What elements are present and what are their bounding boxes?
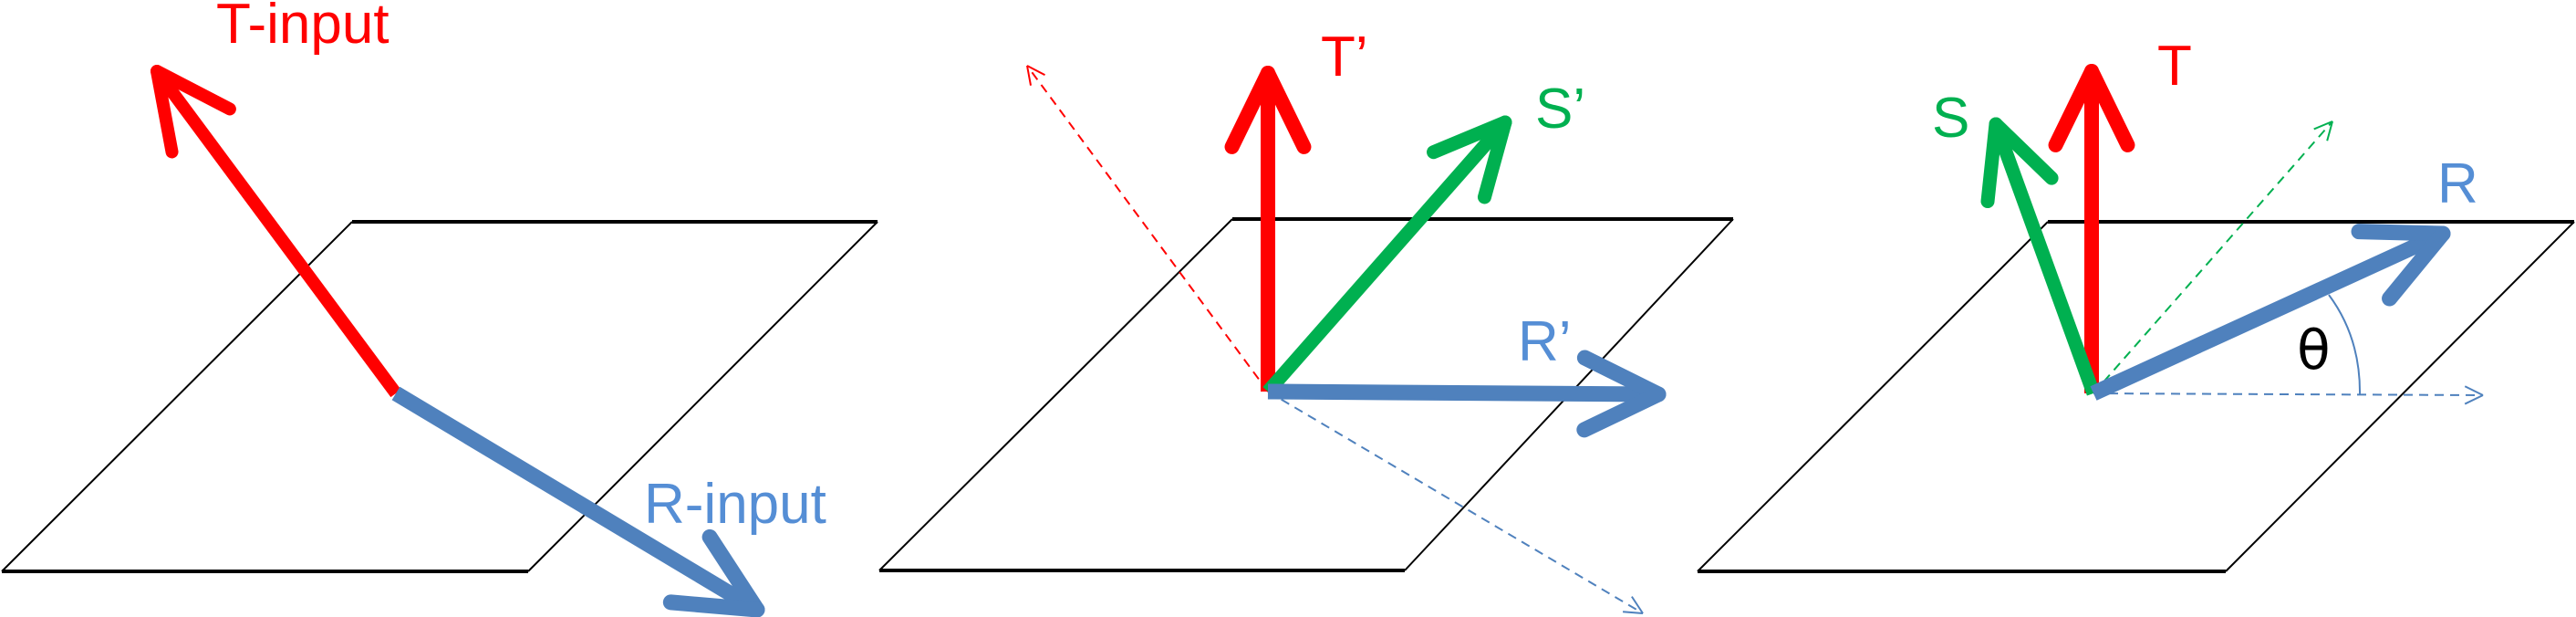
plane-3-edge-right bbox=[2225, 221, 2575, 572]
plane-1-edge-left bbox=[1, 221, 353, 572]
r-input-arrow-arrowhead-left bbox=[701, 528, 765, 617]
r-input-ghost-arrow-arrowhead-left bbox=[1631, 596, 1644, 614]
r-arrow-shaft bbox=[2090, 226, 2446, 401]
r-prime-arrow bbox=[1267, 350, 1667, 438]
t-prime-arrow bbox=[1224, 66, 1312, 392]
label-r: R bbox=[2437, 152, 2478, 215]
t-input-ghost-arrow-arrowhead-left bbox=[1026, 65, 1032, 86]
plane-2-edge-left bbox=[878, 218, 1233, 571]
s-arrow bbox=[1980, 117, 2101, 396]
t-input-arrow bbox=[151, 65, 401, 398]
r-input-ghost-arrow-shaft bbox=[1267, 391, 1644, 614]
s-prime-ghost-arrow-arrowhead-left bbox=[2313, 120, 2333, 131]
r-input-ghost-arrow-arrowhead-right bbox=[1622, 611, 1644, 614]
r-input-arrow-arrowhead-right bbox=[662, 594, 765, 617]
t-arrow-arrowhead-right bbox=[2084, 64, 2135, 152]
panel-orthogonalized bbox=[878, 65, 1734, 614]
r-prime-ghost-arrow-arrowhead-right bbox=[2464, 394, 2484, 405]
r-prime-ghost-arrow bbox=[2093, 385, 2484, 405]
s-prime-ghost-arrow bbox=[2093, 120, 2333, 394]
s-arrow-arrowhead-left bbox=[1980, 117, 2003, 209]
t-arrow-arrowhead-left bbox=[2048, 64, 2099, 152]
s-prime-arrow-arrowhead-left bbox=[1427, 115, 1512, 160]
t-prime-arrow-arrowhead-left bbox=[1224, 66, 1275, 154]
angle-arc bbox=[2328, 294, 2362, 396]
t-input-arrow-shaft bbox=[151, 67, 401, 398]
t-input-arrow-arrowhead-right bbox=[151, 65, 236, 116]
label-s: S bbox=[1932, 87, 1969, 150]
label-r-prime: R’ bbox=[1518, 310, 1572, 373]
label-s-prime: S’ bbox=[1535, 78, 1585, 141]
s-arrow-shaft bbox=[1989, 121, 2101, 396]
r-arrow-arrowhead-right bbox=[2382, 225, 2451, 307]
r-prime-arrow-arrowhead-right bbox=[1576, 386, 1667, 438]
panel-rotated bbox=[1697, 64, 2575, 573]
s-prime-ghost-arrow-arrowhead-right bbox=[2326, 120, 2333, 141]
s-prime-arrow-arrowhead-right bbox=[1477, 115, 1512, 204]
t-prime-arrow-arrowhead-right bbox=[1261, 66, 1312, 154]
s-prime-arrow bbox=[1262, 115, 1512, 396]
t-input-arrow-arrowhead-left bbox=[151, 65, 179, 159]
r-input-arrow bbox=[391, 386, 765, 617]
label-t: T bbox=[2157, 35, 2192, 98]
label-r-input: R-input bbox=[644, 473, 826, 536]
r-prime-ghost-arrow-arrowhead-left bbox=[2464, 385, 2484, 396]
t-input-ghost-arrow-arrowhead-right bbox=[1026, 65, 1045, 77]
r-prime-arrow-shaft bbox=[1267, 383, 1659, 403]
r-arrow-arrowhead-left bbox=[2351, 224, 2451, 242]
label-t-input: T-input bbox=[216, 0, 390, 56]
t-input-ghost-arrow bbox=[1026, 65, 1269, 392]
s-prime-arrow-shaft bbox=[1262, 118, 1511, 396]
r-prime-ghost-arrow-shaft bbox=[2093, 392, 2484, 396]
r-input-ghost-arrow bbox=[1267, 391, 1644, 614]
s-prime-ghost-arrow-shaft bbox=[2093, 120, 2333, 394]
r-prime-arrow-arrowhead-left bbox=[1576, 350, 1667, 403]
s-arrow-arrowhead-right bbox=[1989, 117, 2059, 185]
r-arrow bbox=[2090, 224, 2451, 401]
r-input-arrow-shaft bbox=[391, 386, 762, 617]
label-t-prime: T’ bbox=[1321, 26, 1368, 89]
plane-3-edge-left bbox=[1697, 221, 2049, 572]
panel-input bbox=[1, 65, 878, 617]
label-theta: θ bbox=[2297, 319, 2331, 382]
t-arrow bbox=[2048, 64, 2135, 393]
t-input-ghost-arrow-shaft bbox=[1026, 65, 1269, 392]
